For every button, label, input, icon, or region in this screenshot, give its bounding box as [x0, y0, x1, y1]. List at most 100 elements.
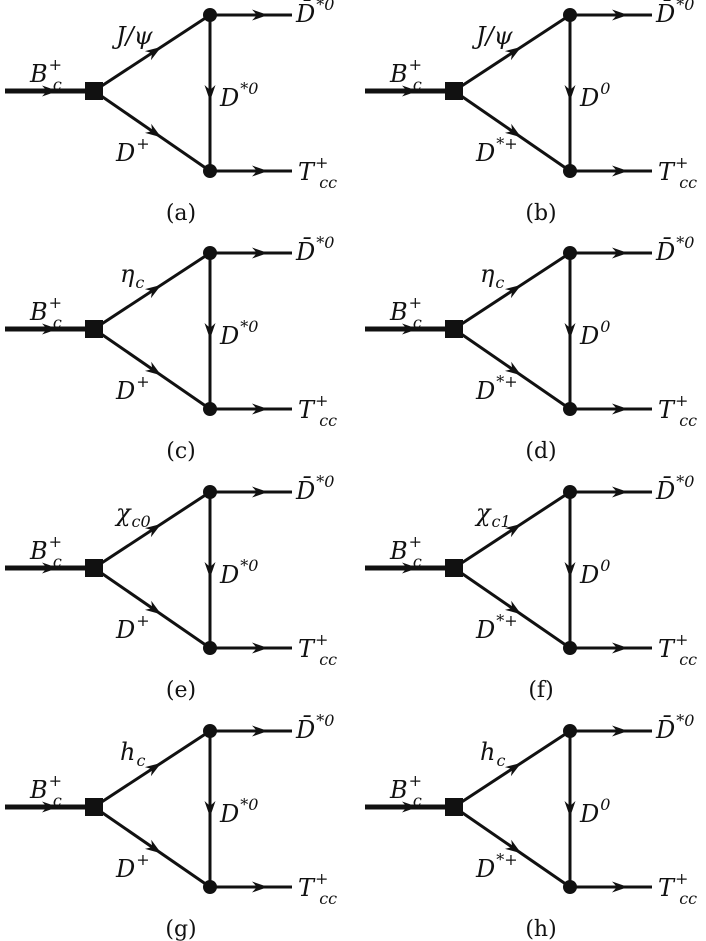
outgoing-bottom-arrow — [252, 881, 268, 893]
outgoing-top-arrow — [612, 9, 628, 21]
final-bottom-label: T+cc — [658, 391, 697, 430]
incoming-arrow — [402, 323, 418, 335]
incoming-arrow — [42, 323, 58, 335]
final-top-label: D̄*0 — [295, 233, 334, 266]
top-vertex — [203, 724, 217, 738]
lower-arrow — [144, 839, 162, 854]
bottom-vertex — [203, 880, 217, 894]
lower-arrow — [504, 600, 522, 615]
lower-propagator-label: D*+ — [475, 611, 518, 644]
final-bottom-label: T+cc — [658, 869, 697, 908]
lower-arrow — [504, 361, 522, 376]
upper-propagator-label: χc1 — [474, 499, 511, 531]
outgoing-top-arrow — [252, 725, 268, 737]
upper-arrow — [504, 284, 522, 299]
exchanged-arrow — [204, 562, 216, 578]
exchanged-propagator-label: D*0 — [219, 795, 258, 828]
incoming-arrow — [402, 85, 418, 97]
lower-propagator-label: D*+ — [475, 372, 518, 405]
weak-vertex — [445, 82, 463, 100]
upper-arrow — [144, 284, 162, 299]
incoming-arrow — [42, 801, 58, 813]
feynman-diagram-b: B+cJ/ψD*+D0D̄*0T+cc(b) — [365, 0, 697, 226]
final-top-label: D̄*0 — [655, 233, 694, 266]
final-top-label: D̄*0 — [295, 711, 334, 744]
upper-propagator-label: ηc — [120, 260, 144, 292]
exchanged-arrow — [204, 85, 216, 101]
diagram-caption: (g) — [165, 917, 196, 941]
upper-propagator — [93, 13, 211, 93]
final-bottom-label: T+cc — [298, 153, 337, 192]
upper-propagator-label: hc — [480, 738, 505, 770]
initial-state-label: B+c — [389, 771, 422, 810]
bottom-vertex — [563, 880, 577, 894]
top-vertex — [563, 8, 577, 22]
weak-vertex — [85, 82, 103, 100]
lower-propagator — [93, 566, 211, 650]
final-top-label: D̄*0 — [655, 472, 694, 505]
upper-arrow — [144, 46, 162, 61]
exchanged-arrow — [564, 323, 576, 339]
diagram-caption: (c) — [166, 439, 196, 464]
initial-state-label: B+c — [29, 55, 62, 94]
outgoing-top-arrow — [252, 247, 268, 259]
final-top-label: D̄*0 — [655, 0, 694, 28]
outgoing-bottom-arrow — [252, 403, 268, 415]
exchanged-propagator-label: D0 — [579, 556, 610, 589]
upper-arrow — [504, 46, 522, 61]
weak-vertex — [85, 559, 103, 577]
lower-propagator — [453, 566, 571, 650]
top-vertex — [563, 246, 577, 260]
exchanged-propagator-label: D0 — [579, 795, 610, 828]
exchanged-propagator-label: D*0 — [219, 556, 258, 589]
outgoing-top-arrow — [252, 9, 268, 21]
weak-vertex — [445, 798, 463, 816]
exchanged-propagator-label: D*0 — [219, 317, 258, 350]
lower-arrow — [504, 839, 522, 854]
lower-propagator-label: D+ — [115, 134, 150, 167]
outgoing-top-arrow — [612, 247, 628, 259]
outgoing-bottom-arrow — [612, 642, 628, 654]
top-vertex — [563, 485, 577, 499]
exchanged-propagator-label: D0 — [579, 79, 610, 112]
initial-state-label: B+c — [29, 771, 62, 810]
diagram-caption: (h) — [525, 917, 556, 941]
lower-arrow — [144, 361, 162, 376]
diagram-caption: (e) — [166, 678, 196, 703]
top-vertex — [563, 724, 577, 738]
exchanged-propagator-label: D0 — [579, 317, 610, 350]
lower-propagator — [93, 327, 211, 411]
final-bottom-label: T+cc — [658, 153, 697, 192]
diagram-caption: (b) — [525, 201, 556, 226]
upper-arrow — [504, 762, 522, 777]
final-bottom-label: T+cc — [298, 630, 337, 669]
upper-propagator-label: J/ψ — [471, 22, 514, 50]
bottom-vertex — [563, 164, 577, 178]
incoming-arrow — [402, 562, 418, 574]
outgoing-top-arrow — [612, 725, 628, 737]
final-bottom-label: T+cc — [298, 391, 337, 430]
upper-propagator — [453, 729, 571, 809]
lower-propagator — [453, 805, 571, 889]
initial-state-label: B+c — [29, 293, 62, 332]
incoming-arrow — [402, 801, 418, 813]
bottom-vertex — [563, 402, 577, 416]
final-top-label: D̄*0 — [655, 711, 694, 744]
incoming-arrow — [42, 85, 58, 97]
upper-propagator — [453, 490, 571, 570]
exchanged-arrow — [564, 562, 576, 578]
lower-propagator-label: D*+ — [475, 850, 518, 883]
exchanged-arrow — [564, 801, 576, 817]
weak-vertex — [445, 320, 463, 338]
initial-state-label: B+c — [389, 55, 422, 94]
lower-propagator-label: D+ — [115, 850, 150, 883]
lower-arrow — [504, 123, 522, 138]
final-bottom-label: T+cc — [658, 630, 697, 669]
initial-state-label: B+c — [29, 532, 62, 571]
bottom-vertex — [203, 164, 217, 178]
